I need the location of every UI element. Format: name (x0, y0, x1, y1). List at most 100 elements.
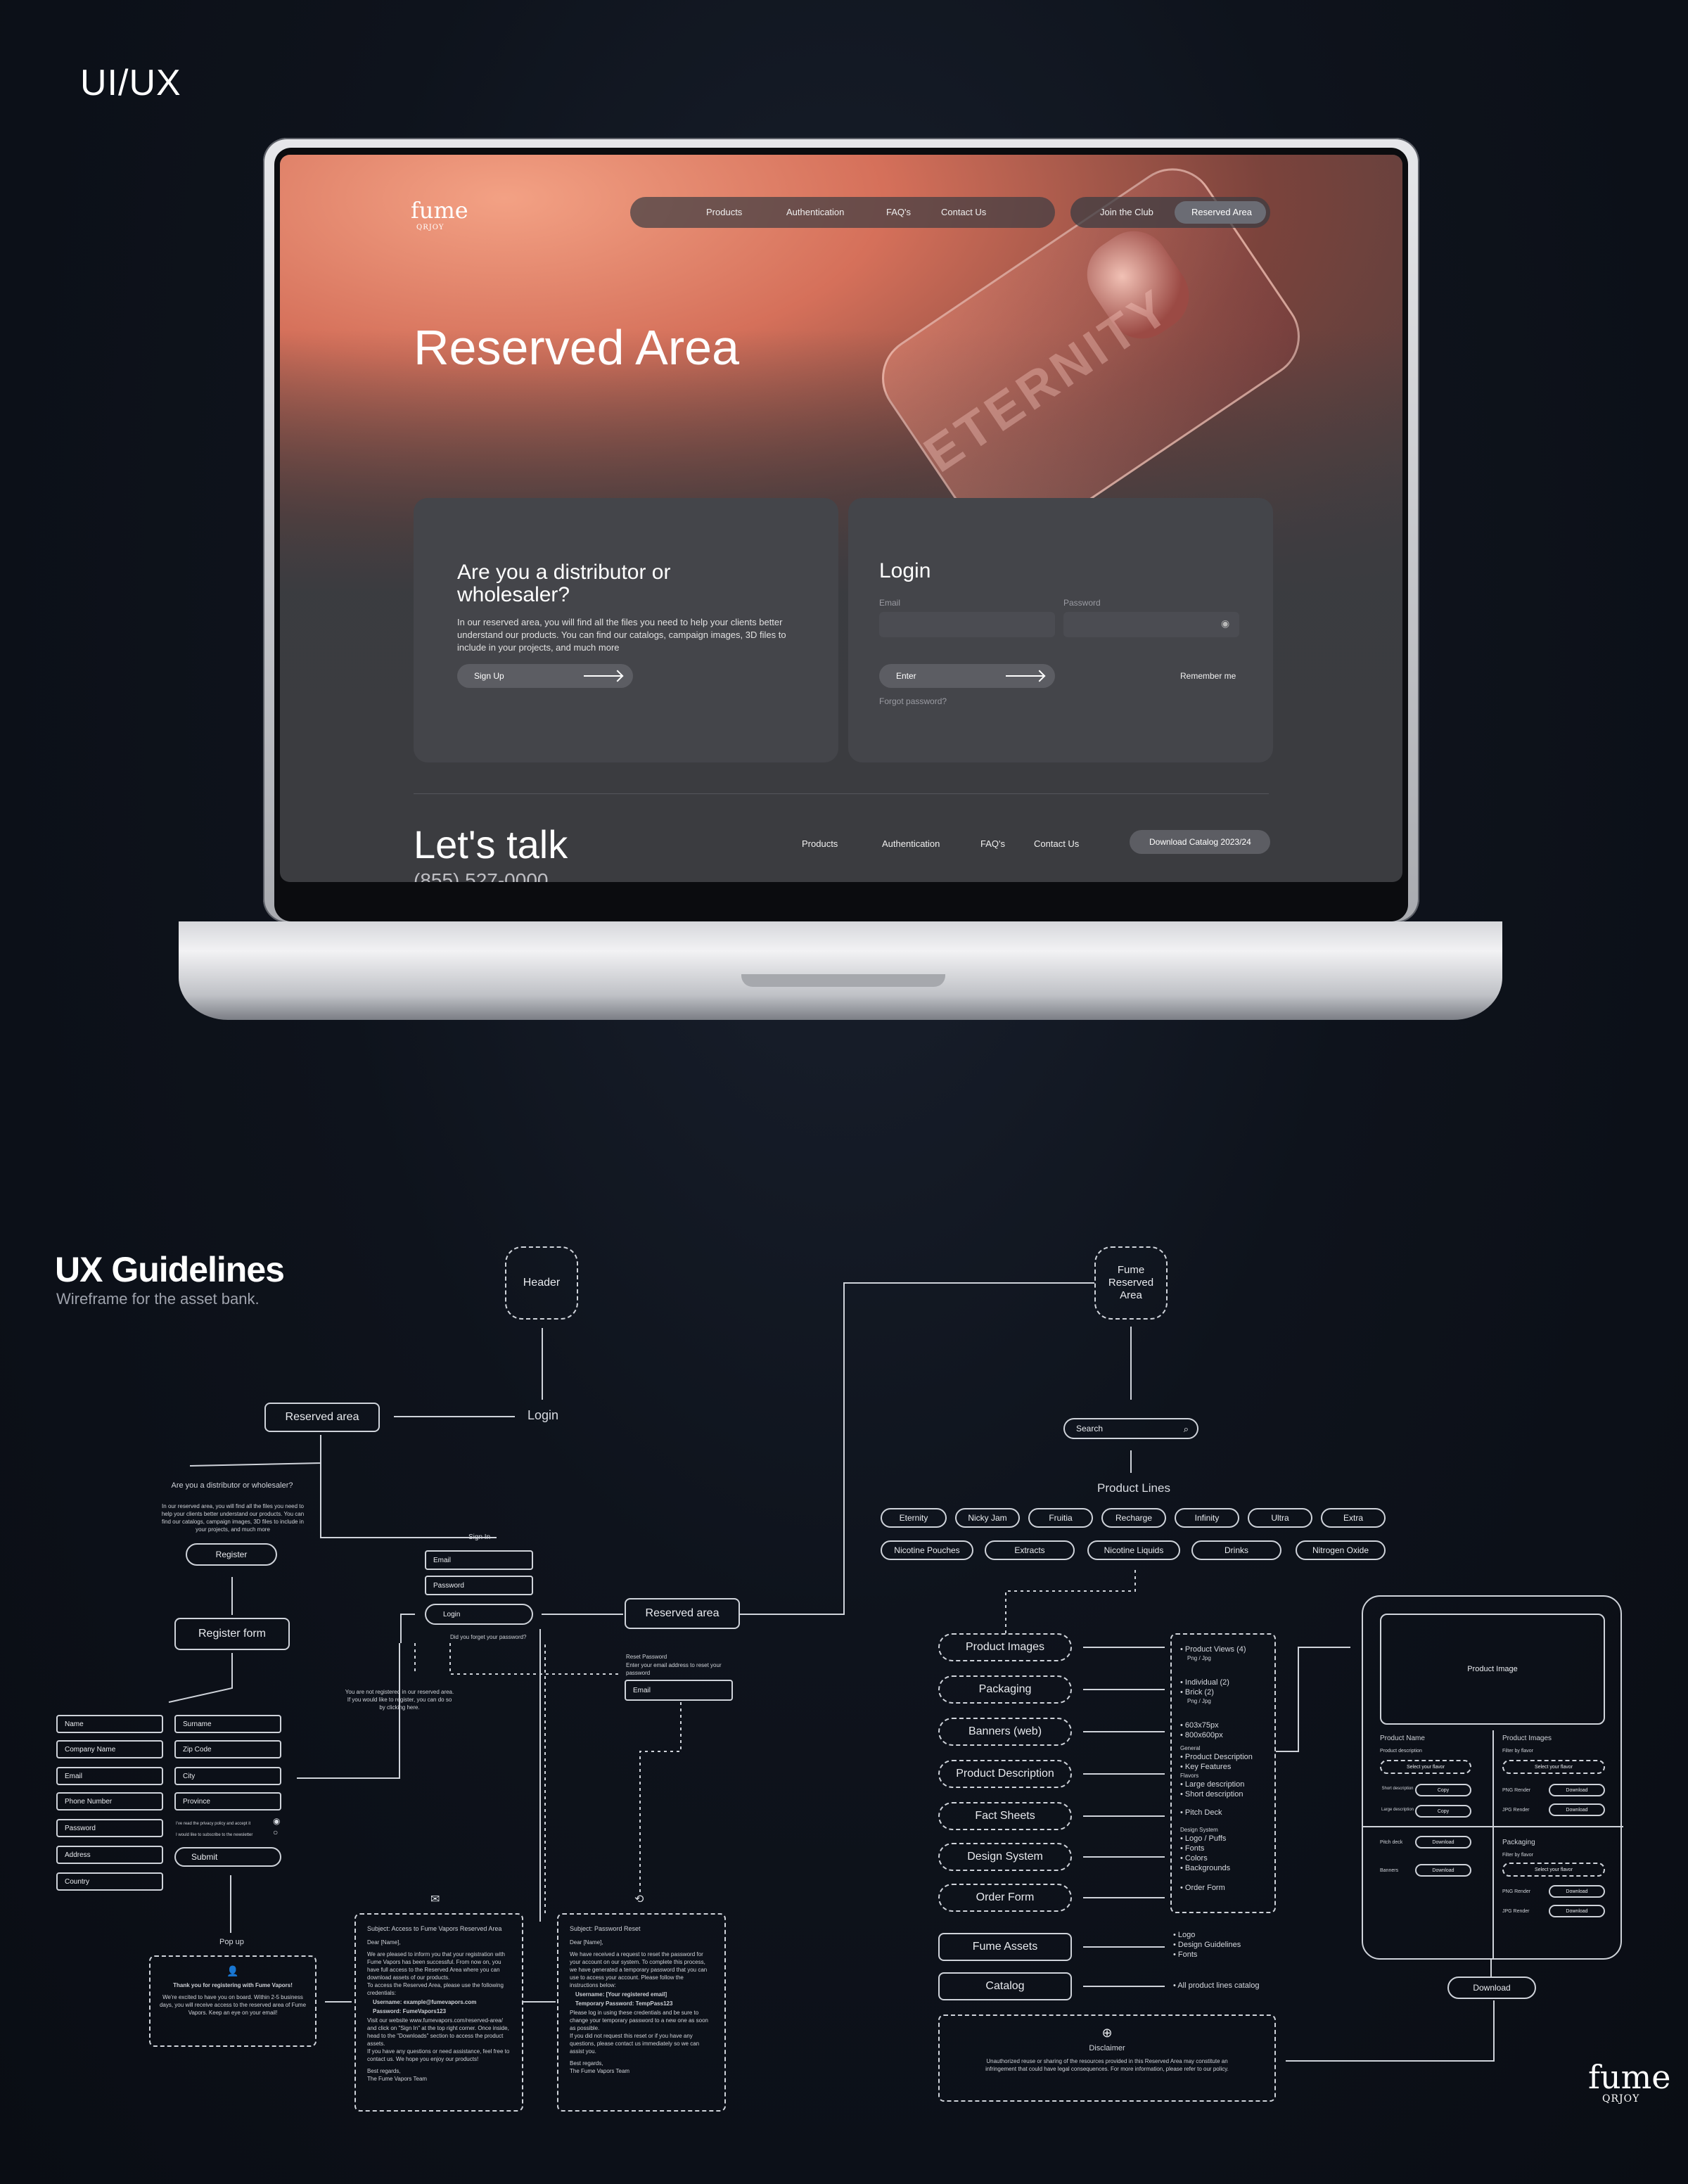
footer-link-authentication[interactable]: Authentication (882, 838, 940, 849)
form-city[interactable]: City (174, 1767, 281, 1785)
mock-packaging: Packaging (1502, 1839, 1535, 1846)
form-phone[interactable]: Phone Number (56, 1792, 163, 1811)
wf-login-button[interactable]: Login (425, 1604, 533, 1625)
line-eternity[interactable]: Eternity (881, 1508, 947, 1528)
line-fruitia[interactable]: Fruitia (1028, 1508, 1093, 1528)
main-nav: Products Authentication FAQ's Contact Us (630, 197, 1055, 228)
mock-packaging-select[interactable]: Select your flavor (1502, 1863, 1605, 1877)
eye-icon[interactable]: ◉ (1221, 618, 1230, 629)
sign-up-button[interactable]: Sign Up (457, 664, 633, 688)
site-logo[interactable]: fume QRJOY (411, 197, 468, 231)
spec-product-views: • Product Views (4) (1180, 1645, 1246, 1654)
asset-catalog[interactable]: Catalog (938, 1972, 1072, 2000)
form-password[interactable]: Password (56, 1819, 163, 1837)
spec-fonts: • Fonts (1180, 1844, 1205, 1853)
asset-fume-assets[interactable]: Fume Assets (938, 1933, 1072, 1961)
mock-packaging-download-jpg[interactable]: Download (1549, 1905, 1605, 1917)
mock-download-png[interactable]: Download (1549, 1784, 1605, 1796)
mock-flavor-select-right[interactable]: Select your flavor (1502, 1760, 1605, 1774)
mock-product-desc: Product description (1380, 1749, 1422, 1754)
line-recharge[interactable]: Recharge (1101, 1508, 1166, 1528)
line-nitrogen-oxide[interactable]: Nitrogen Oxide (1296, 1540, 1386, 1560)
register-button[interactable]: Register (186, 1543, 277, 1566)
nav-products[interactable]: Products (706, 207, 743, 217)
reserved-area-button[interactable]: Reserved Area (1175, 201, 1266, 224)
asset-product-images[interactable]: Product Images (938, 1633, 1072, 1661)
distributor-heading: Are you a distributor or wholesaler? (457, 561, 671, 606)
mock-filter-flavor: Filter by flavor (1502, 1749, 1533, 1754)
email2-subject: Subject: Password Reset (570, 1925, 641, 1932)
form-name[interactable]: Name (56, 1715, 163, 1733)
ux-subtitle: Wireframe for the asset bank. (56, 1290, 260, 1308)
reserved-area-label: Reserved Area (1191, 207, 1252, 217)
line-extracts[interactable]: Extracts (985, 1540, 1075, 1560)
nav-faqs[interactable]: FAQ's (886, 207, 911, 217)
mock-download-banners[interactable]: Download (1415, 1864, 1471, 1877)
mock-copy-button-2[interactable]: Copy (1415, 1805, 1471, 1818)
submit-button[interactable]: Submit (174, 1847, 281, 1867)
mock-banners: Banners (1380, 1868, 1399, 1873)
download-catalog-button[interactable]: Download Catalog 2023/24 (1130, 830, 1270, 854)
mock-packaging-download-png[interactable]: Download (1549, 1885, 1605, 1898)
product-image-placeholder: Product Image (1380, 1614, 1605, 1725)
email2-p2: Please log in using these credentials an… (570, 2010, 709, 2031)
email-input[interactable] (879, 612, 1055, 637)
line-nicky-jam[interactable]: Nicky Jam (955, 1508, 1020, 1528)
email2-sign1: Best regards, (570, 2060, 603, 2067)
disclaimer-box: ⊕ Disclaimer Unauthorized reuse or shari… (938, 2014, 1276, 2102)
line-nicotine-liquids[interactable]: Nicotine Liquids (1087, 1540, 1180, 1560)
form-surname[interactable]: Surname (174, 1715, 281, 1733)
forgot-password-link[interactable]: Forgot password? (879, 696, 947, 706)
line-drinks[interactable]: Drinks (1191, 1540, 1281, 1560)
forgot-password-note[interactable]: Did you forget your password? (450, 1634, 527, 1640)
asset-banners[interactable]: Banners (web) (938, 1718, 1072, 1746)
mock-copy-button-1[interactable]: Copy (1415, 1784, 1471, 1796)
wf-search-input[interactable]: Search ⌕ (1063, 1418, 1198, 1439)
nav-contact[interactable]: Contact Us (941, 207, 987, 217)
form-zip[interactable]: Zip Code (174, 1740, 281, 1758)
privacy-checkbox-label: I've read the privacy policy and accept … (176, 1822, 251, 1826)
not-registered-note[interactable]: You are not registered in our reserved a… (345, 1689, 454, 1711)
asset-fact-sheets[interactable]: Fact Sheets (938, 1802, 1072, 1830)
email2-greeting: Dear [Name], (570, 1939, 603, 1946)
footer-link-faqs[interactable]: FAQ's (980, 838, 1005, 849)
mail-icon: ✉ (430, 1894, 440, 1905)
spec-logo: • Logo (1173, 1931, 1196, 1939)
form-country[interactable]: Country (56, 1872, 163, 1891)
checkbox-empty-icon[interactable]: ○ (273, 1827, 279, 1837)
asset-product-description[interactable]: Product Description (938, 1760, 1072, 1788)
mock-flavor-select-left[interactable]: Select your flavor (1380, 1760, 1471, 1774)
form-address[interactable]: Address (56, 1846, 163, 1864)
line-nicotine-pouches[interactable]: Nicotine Pouches (881, 1540, 973, 1560)
arrow-right-icon (1006, 675, 1044, 677)
form-company[interactable]: Company Name (56, 1740, 163, 1758)
reset-email-input[interactable]: Email (625, 1680, 733, 1701)
mock-download-pitch[interactable]: Download (1415, 1836, 1471, 1848)
password-input[interactable] (1063, 612, 1239, 637)
email2-p1: We have received a request to reset the … (570, 1951, 708, 1988)
form-province[interactable]: Province (174, 1792, 281, 1811)
line-ultra[interactable]: Ultra (1248, 1508, 1312, 1528)
checkbox-checked-icon[interactable]: ◉ (273, 1816, 281, 1826)
line-infinity[interactable]: Infinity (1175, 1508, 1239, 1528)
footer-link-contact[interactable]: Contact Us (1034, 838, 1080, 849)
mock-download-jpg[interactable]: Download (1549, 1803, 1605, 1816)
asset-packaging[interactable]: Packaging (938, 1675, 1072, 1704)
line-extra[interactable]: Extra (1321, 1508, 1386, 1528)
footer-link-products[interactable]: Products (802, 838, 838, 849)
enter-button[interactable]: Enter (879, 664, 1055, 688)
nav-authentication[interactable]: Authentication (786, 207, 845, 217)
spec-packaging-format: Png / Jpg (1187, 1698, 1211, 1704)
form-email[interactable]: Email (56, 1767, 163, 1785)
download-button[interactable]: Download (1447, 1977, 1536, 1999)
remember-me-toggle[interactable]: Remember me (1180, 671, 1236, 681)
asset-design-system[interactable]: Design System (938, 1843, 1072, 1871)
wf-password-input[interactable]: Password (425, 1576, 533, 1595)
popup-thanks: Thank you for registering with Fume Vapo… (173, 1982, 293, 1988)
join-club-link[interactable]: Join the Club (1100, 207, 1153, 217)
mock-packaging-png: PNG Render (1502, 1889, 1531, 1894)
download-catalog-label: Download Catalog 2023/24 (1149, 837, 1251, 847)
asset-order-form[interactable]: Order Form (938, 1884, 1072, 1912)
spec-key-features: • Key Features (1180, 1763, 1232, 1771)
wf-email-input[interactable]: Email (425, 1550, 533, 1570)
